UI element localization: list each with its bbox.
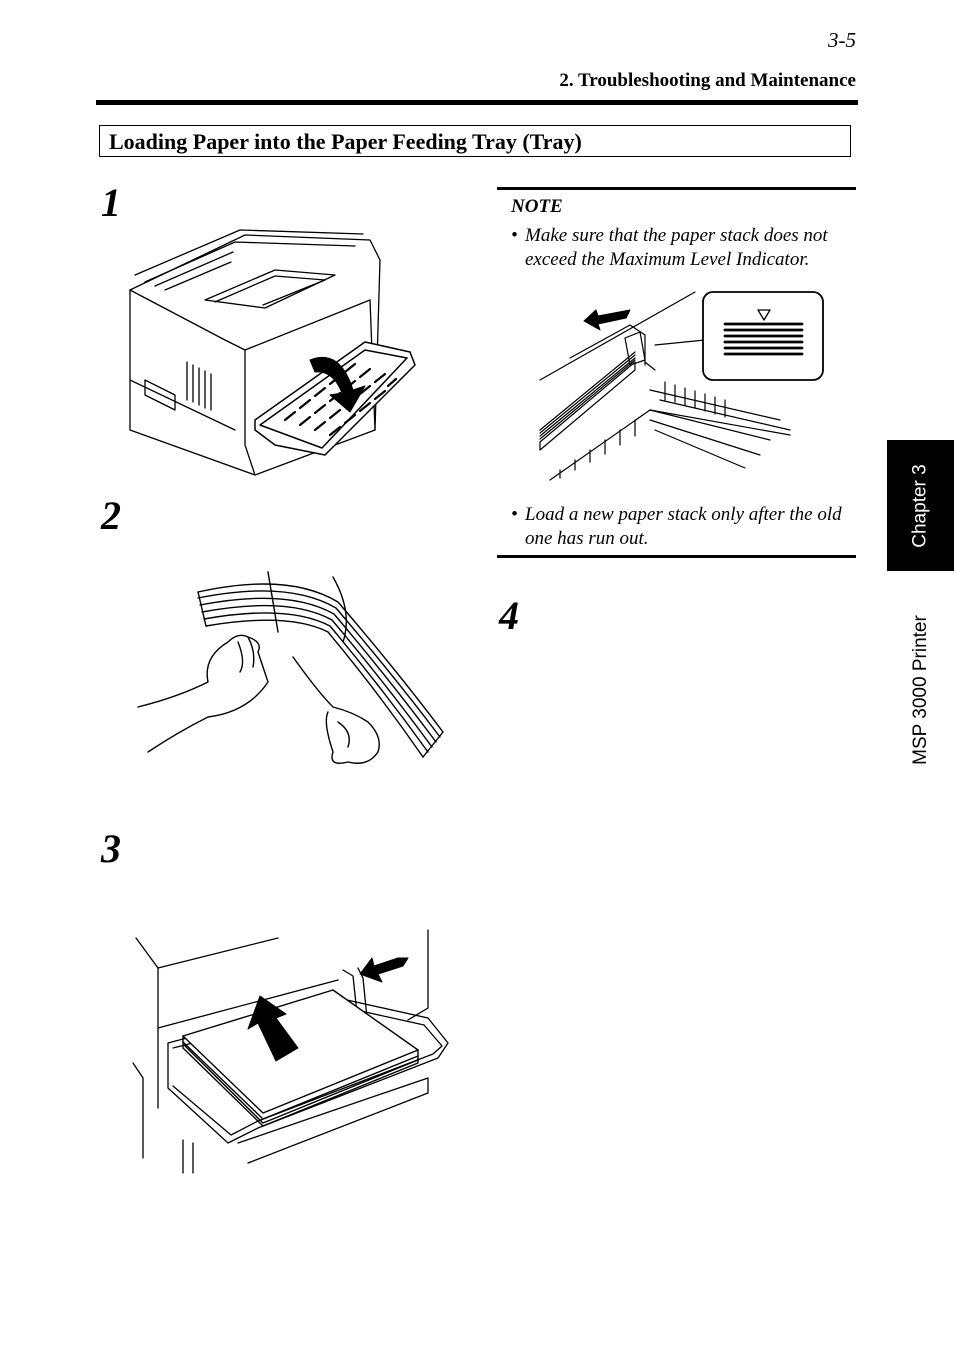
chapter-tab-label: Chapter 3: [887, 440, 954, 571]
product-side-label: MSP 3000 Printer: [887, 590, 954, 790]
illustration-fan-paper: [137, 571, 444, 764]
note-item-text: Load a new paper stack only after the ol…: [525, 504, 842, 549]
running-header: 2. Troubleshooting and Maintenance: [559, 70, 856, 91]
page-number: 3-5: [828, 28, 856, 52]
bullet: •: [511, 504, 518, 525]
step-number-4: 4: [499, 593, 519, 638]
note-item-max-level: • Make sure that the paper stack does no…: [511, 224, 856, 272]
illustration-max-level-indicator: [539, 291, 824, 481]
section-title: Loading Paper into the Paper Feeding Tra…: [99, 125, 851, 157]
note-item-text: Make sure that the paper stack does not …: [525, 225, 828, 270]
header-rule: [96, 100, 858, 105]
step-number-2: 2: [101, 493, 121, 538]
step-number-1: 1: [101, 180, 121, 225]
product-label: MSP 3000 Printer: [909, 615, 931, 765]
illustration-open-tray: [129, 229, 416, 476]
step-number-3: 3: [101, 826, 121, 871]
bullet: •: [511, 225, 518, 246]
note-item-reload: • Load a new paper stack only after the …: [511, 503, 856, 551]
chapter-label: Chapter 3: [909, 463, 931, 548]
note-bottom-rule: [497, 555, 856, 558]
note-title: NOTE: [511, 196, 563, 217]
chapter-tab: [887, 440, 954, 571]
note-top-rule: [497, 187, 856, 190]
illustration-load-paper: [132, 929, 449, 1174]
